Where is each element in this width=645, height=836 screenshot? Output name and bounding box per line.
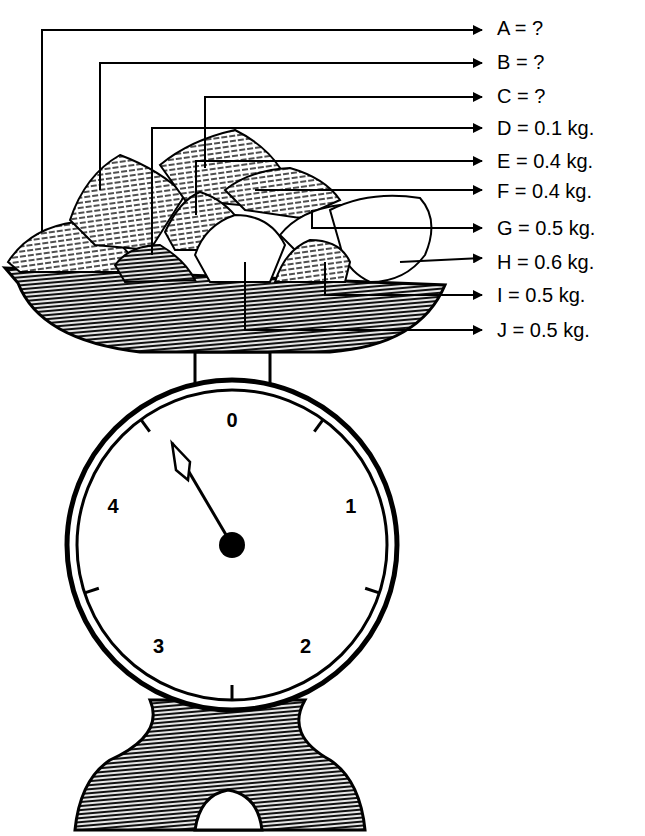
item-weight-label: E = 0.4 kg. [497,149,593,173]
dial-tick [231,685,234,699]
item-weight-label: D = 0.1 kg. [497,116,594,140]
item-weight-label: B = ? [497,50,544,74]
item-weight-label: H = 0.6 kg. [497,250,594,274]
dial-tick [86,588,99,592]
item-weight-label: F = 0.4 kg. [497,179,592,203]
dial-number: 3 [153,634,164,658]
dial-number: 2 [300,634,311,658]
dial-number: 4 [108,494,119,518]
dial-number: 1 [345,494,356,518]
item-weight-label: C = ? [497,84,545,108]
dial-number: 0 [226,408,237,432]
item-weight-label: I = 0.5 kg. [497,283,585,307]
dial-tick [314,420,322,431]
item-weight-label: A = ? [497,16,543,40]
dial-tick [141,420,149,431]
item-weight-label: J = 0.5 kg. [497,318,590,342]
dial-tick [365,588,378,592]
item-weight-label: G = 0.5 kg. [497,216,595,240]
